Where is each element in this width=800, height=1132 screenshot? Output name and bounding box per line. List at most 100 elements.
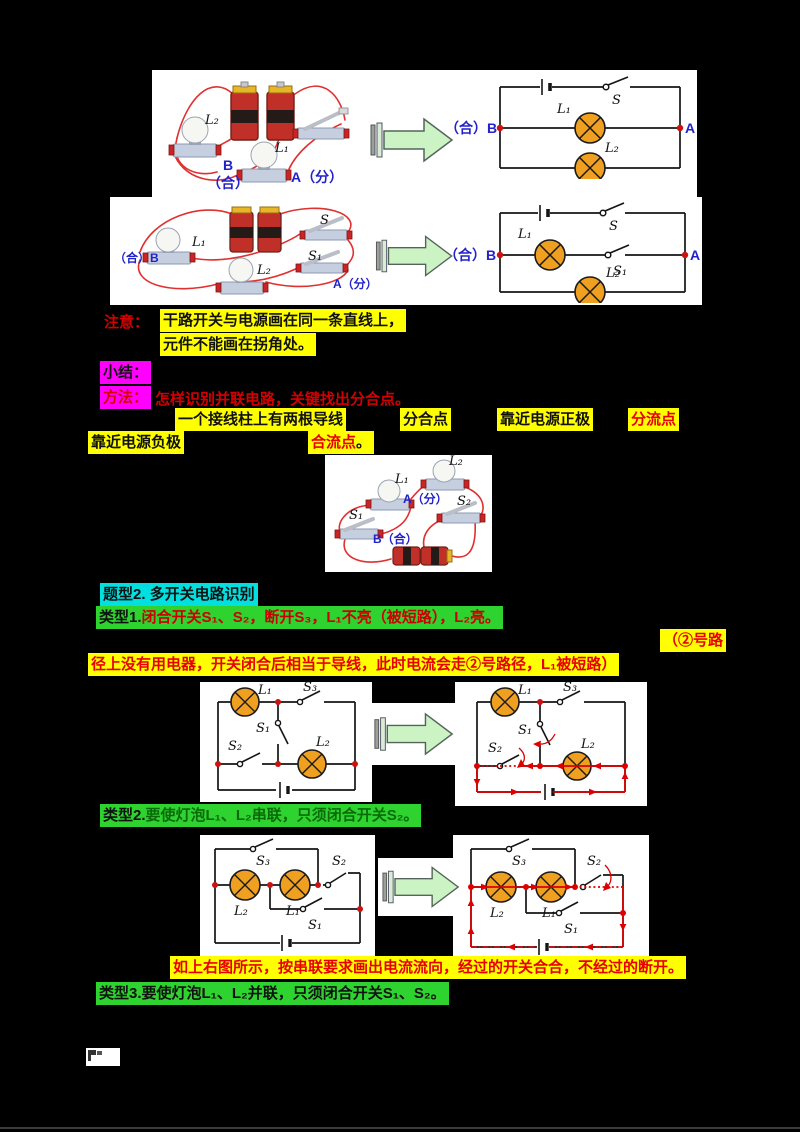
terminal-a-fen-label: A（分） (403, 491, 448, 506)
bottom-divider (0, 1127, 800, 1129)
type2-line: 类型2.要使灯泡L₁、L₂串联，只须闭合开关S₂。 (100, 804, 422, 827)
switch-s1-label: S₁ (349, 508, 363, 523)
type1-circuit-current-path: L₁ S₃ S₁ S₂ L₂ (473, 682, 629, 800)
bulb-l1-label: L₁ (517, 227, 532, 242)
bulb-l1-label: L₁ (274, 141, 289, 156)
bulb-l2-label: L₂ (233, 904, 248, 919)
rule-segment-3: 靠近电源正极 (497, 408, 594, 431)
switch-s2-label: S₂ (457, 494, 471, 509)
terminal-b-label: B (223, 157, 233, 173)
terminal-he-label: （合） (207, 175, 249, 191)
bulb-l2-label: L₂ (256, 263, 271, 278)
switch-s1-label: S₁ (564, 922, 578, 937)
rule-segment-2: 分合点 (400, 408, 452, 431)
terminal-a-fen-label: A（分） (685, 120, 695, 136)
terminal-he-b-label: （合）B (444, 247, 496, 263)
section-heading: 题型2. 多开关电路识别 (100, 583, 258, 606)
bulb-l2-label: L₂ (605, 266, 620, 281)
terminal-b-he-label: B（合） (373, 531, 418, 546)
bulb-l1-label: L₁ (541, 906, 556, 921)
battery-pair-horizontal (392, 546, 453, 566)
switch-s1-label: S₁ (308, 918, 322, 933)
type1-line: 类型1.闭合开关S₁、S₂，断开S₃，L₁不亮（被短路），L₂亮。 (96, 606, 504, 629)
terminal-he-b-label: （合）B (114, 250, 159, 265)
bulb-l2-label: L₂ (204, 113, 219, 128)
type1-text: 闭合开关S₁、S₂，断开S₃，L₁不亮（被短路），L₂亮。 (141, 609, 501, 626)
rule-segment-6: 合流点。 (308, 431, 375, 454)
bulb-l1-label: L₁ (556, 102, 571, 117)
rule-segment-4: 分流点 (628, 408, 680, 431)
type2-text: 要使灯泡L₁、L₂串联，只须闭合开关S₂。 (145, 807, 419, 824)
attention-label: 注意： (104, 314, 150, 331)
switch-s1 (334, 517, 384, 540)
switch-s-label: S (612, 93, 621, 108)
terminal-a-fen-label: A（分） (291, 169, 343, 185)
switch-s (299, 216, 353, 241)
switch-s3-label: S₃ (256, 854, 270, 869)
switch-s1-label: S₁ (256, 721, 270, 736)
rule-segment-1: 一个接线柱上有两根导线 (175, 408, 347, 431)
method-text: 怎样识别并联电路，关键找出分合点。 (155, 391, 411, 408)
switch-s2-label: S₂ (228, 739, 242, 754)
switch-s1 (295, 250, 349, 274)
type3-label: 类型3. (99, 985, 142, 1002)
schematic-circuit-1: S L₁ L₂ （合）B A（分） (445, 76, 695, 179)
switch-s1-label: S₁ (518, 723, 532, 738)
bulb-l2 (168, 116, 222, 158)
switch-s2-label: S₂ (332, 854, 346, 869)
transform-arrow-4 (382, 866, 460, 908)
switch-s3-label: S₃ (303, 682, 317, 695)
type2-circuit-current-path: S₃ S₂ S₁ L₂ L₁ (467, 838, 627, 955)
switch-s2-label: S₂ (488, 741, 502, 756)
transform-arrow-1 (370, 117, 454, 163)
transform-arrow-2 (375, 235, 453, 277)
type2-circuit-open: S₃ S₂ S₁ L₂ L₁ (212, 838, 363, 951)
attention-line2: 元件不能画在拐角处。 (160, 333, 317, 356)
switch (292, 107, 350, 140)
aside-note-top: （②号路 (660, 629, 727, 652)
bulb-l2 (420, 459, 470, 491)
type2-label: 类型2. (103, 807, 146, 824)
schematic-circuit-2: S S₁ L₁ L₂ （合）B A（分） (444, 202, 702, 303)
serial-note: 如上右图所示，按串联要求画出电流流向，经过的开关合合，不经过的断开。 (170, 956, 687, 979)
bulb-l1-label: L₁ (285, 904, 300, 919)
bulb-l1-label: L₁ (517, 683, 532, 698)
type1-label: 类型1. (99, 609, 142, 626)
switch-s1-label: S₁ (613, 264, 627, 279)
type3-text: 要使灯泡L₁、L₂并联，只须闭合开关S₁、S₂。 (141, 985, 446, 1002)
bulb-l2-label: L₂ (315, 735, 330, 750)
summary-label: 小结： (100, 361, 152, 384)
realistic-circuit-photo-3: L₁ L₂ S₁ S₂ A（分） B（合） (334, 455, 486, 566)
switch-s2-label: S₂ (587, 854, 601, 869)
bulb-l2-label: L₂ (448, 455, 463, 469)
switch-s-label: S (320, 213, 329, 228)
switch-s3-label: S₃ (563, 682, 577, 695)
rule-segment-5: 靠近电源负极 (88, 431, 185, 454)
method-label: 方法： (100, 386, 152, 409)
bulb-l2-label: L₂ (604, 141, 619, 156)
realistic-circuit-photo-2: L₁ L₂ S S₁ （合）B A（分） (114, 206, 378, 295)
switch-s3-label: S₃ (512, 854, 526, 869)
attention-line1: 干路开关与电源画在同一条直线上， (160, 309, 407, 332)
bulb-l1-label: L₁ (191, 235, 206, 250)
bulb-l2-label: L₂ (580, 737, 595, 752)
bulb-l1-label: L₁ (394, 472, 409, 487)
realistic-circuit-photo-1: L₂ L₁ B （合） A（分） (168, 81, 350, 191)
page-footer-mark (86, 1048, 120, 1066)
terminal-a-fen-label: A（分） (333, 276, 378, 291)
battery-pair (230, 81, 295, 141)
switch-s2 (436, 501, 486, 524)
type3-line: 类型3.要使灯泡L₁、L₂并联，只须闭合开关S₁、S₂。 (96, 982, 449, 1005)
switch-s1-label: S₁ (308, 249, 322, 264)
transform-arrow-3 (374, 712, 454, 756)
battery-pair (229, 206, 282, 253)
terminal-he-b-label: （合）B (445, 120, 497, 136)
aside-note-bottom: 径上没有用电器，开关闭合后相当于导线，此时电流会走②号路径，L₁被短路） (88, 653, 620, 676)
bulb-l2-label: L₂ (489, 906, 504, 921)
switch-s-label: S (609, 219, 618, 234)
bulb-l2 (215, 257, 269, 295)
bulb-l1 (236, 141, 292, 183)
type1-circuit-open: L₁ S₃ S₁ S₂ L₂ (215, 682, 358, 798)
bulb-l1-label: L₁ (257, 683, 272, 698)
